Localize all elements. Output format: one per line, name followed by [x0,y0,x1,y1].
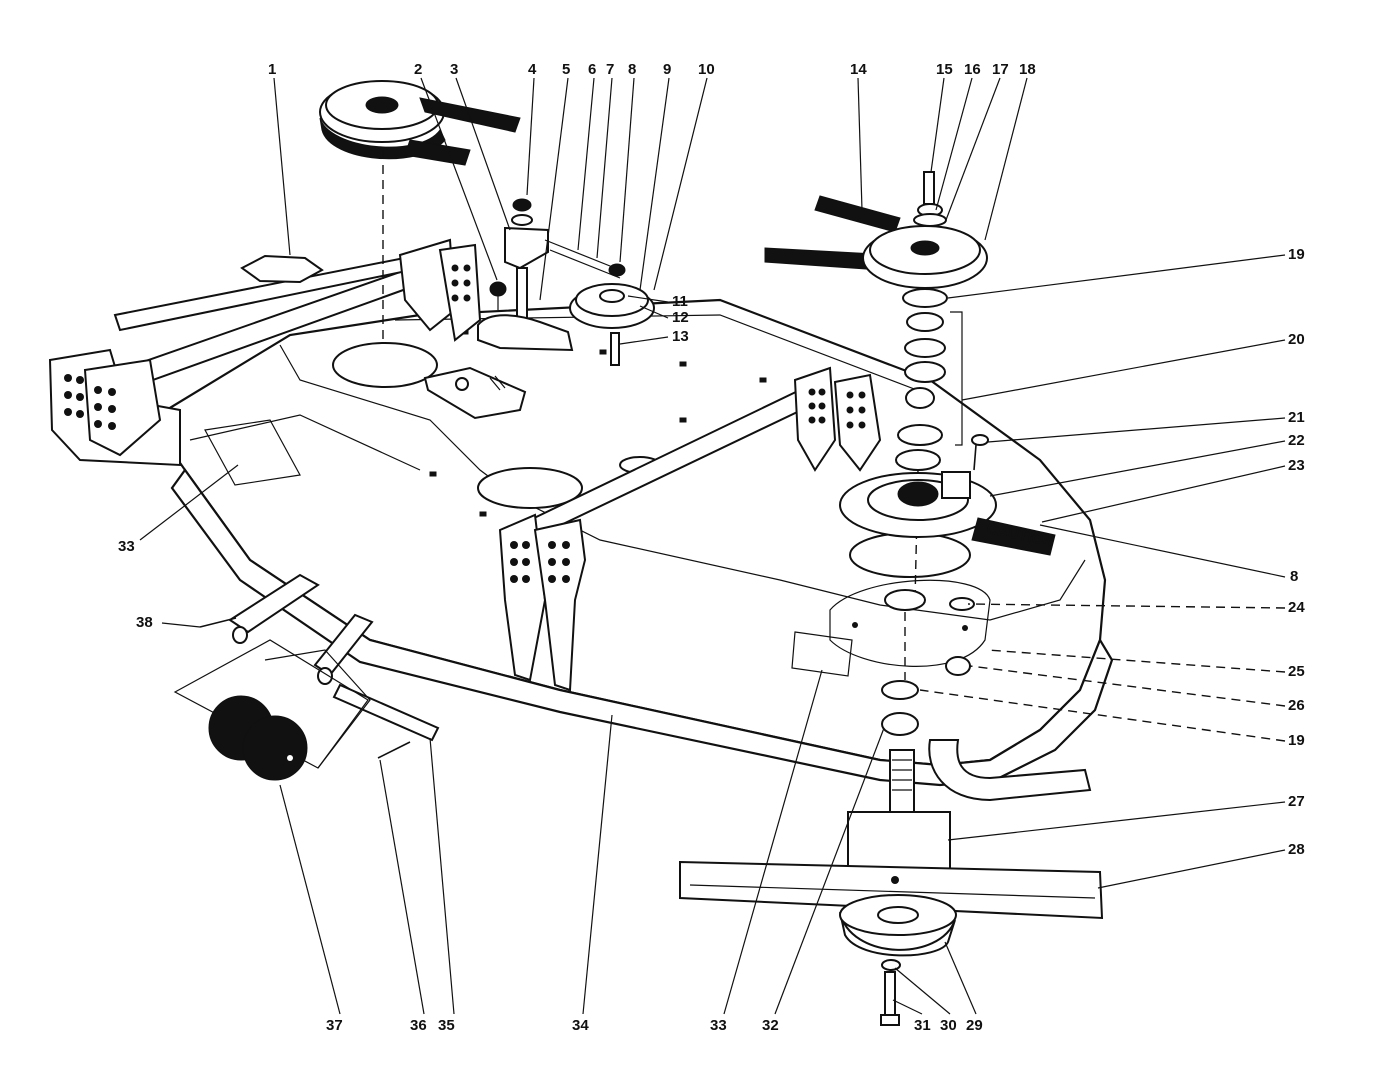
rear-left-bracket-plates [398,238,482,342]
callout-31: 31 [914,1017,931,1034]
callout-12: 12 [672,309,689,326]
callout-19-top: 19 [1288,246,1305,263]
callout-9: 9 [663,61,671,78]
callout-36: 36 [410,1017,427,1034]
blade-cup-29 [839,894,957,957]
callout-23: 23 [1288,457,1305,474]
callout-20: 20 [1288,331,1305,348]
bolt-21 [971,434,989,471]
callout-19-bottom: 19 [1288,732,1305,749]
decal-plate-front [791,631,853,677]
callout-1: 1 [268,61,276,78]
callout-10: 10 [698,61,715,78]
blade-bolt-washer [880,959,901,1026]
v-belt-lower [404,139,471,166]
spindle-bearing-stack [895,288,963,601]
callout-22: 22 [1288,432,1305,449]
callout-16: 16 [964,61,981,78]
callout-27: 27 [1288,793,1305,810]
callout-3: 3 [450,61,458,78]
callout-14: 14 [850,61,867,78]
idler-arm-assembly [477,198,655,366]
callout-8-top: 8 [628,61,636,78]
callout-18: 18 [1019,61,1036,78]
callout-25: 25 [1288,663,1305,680]
callout-33-bottom: 33 [710,1017,727,1034]
callout-5: 5 [562,61,570,78]
callout-26: 26 [1288,697,1305,714]
spindle-pulley-right [764,171,988,289]
callout-30: 30 [940,1017,957,1034]
v-belt-upper [419,97,521,133]
callout-32: 32 [762,1017,779,1034]
decal-hexagon [240,254,324,284]
mower-blade [679,860,1104,920]
drive-pulley-left [319,80,521,340]
callout-37: 37 [326,1017,343,1034]
callout-4: 4 [528,61,537,78]
callout-17: 17 [992,61,1009,78]
callout-11: 11 [672,293,688,310]
callout-33-left: 33 [118,538,135,555]
spindle-housing-under [829,579,991,736]
callout-15: 15 [936,61,953,78]
left-bracket-plates [48,348,181,467]
discharge-chute [928,739,1092,802]
v-belt-right-upper [814,195,901,233]
callout-2: 2 [414,61,422,78]
leader-lines [139,77,1286,1015]
right-rear-bracket-plates [793,366,882,472]
callout-29: 29 [966,1017,983,1034]
decal-plate-left [204,419,301,486]
callout-35: 35 [438,1017,455,1034]
callout-7: 7 [606,61,614,78]
callout-28: 28 [1288,841,1305,858]
callout-24: 24 [1288,599,1305,616]
callout-8-right: 8 [1290,568,1298,585]
gauge-wheel-arm [173,573,440,769]
spindle-flange-ring [839,471,997,538]
callout-labels: 1 2 3 4 5 6 7 8 9 10 11 12 13 14 15 16 1… [118,61,1305,1034]
gauge-wheels [208,695,308,781]
callout-21: 21 [1288,409,1305,426]
center-bracket-plates [498,513,587,692]
callout-13: 13 [672,328,689,345]
callout-6: 6 [588,61,596,78]
belt-guide-plate [423,366,527,420]
callout-34: 34 [572,1017,589,1034]
callout-38: 38 [136,614,153,631]
